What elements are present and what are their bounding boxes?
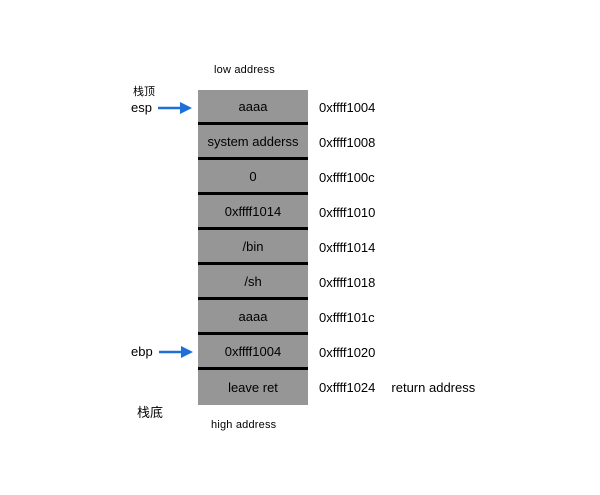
return-address-note: return address	[391, 380, 476, 395]
stack-cell: /sh	[198, 265, 308, 300]
stack-cell: 0xffff1004	[198, 335, 308, 370]
cell-address: 0xffff1024	[319, 380, 376, 395]
stack-row: /sh 0xffff1018	[198, 265, 475, 300]
stack-row: 0xffff1004 0xffff1020	[198, 335, 475, 370]
stack-cells: aaaa 0xffff1004 system adderss 0xffff100…	[198, 90, 475, 405]
stack-cell: aaaa	[198, 300, 308, 335]
ebp-pointer: ebp	[131, 344, 194, 359]
cell-address: 0xffff1020	[319, 345, 376, 360]
low-address-label: low address	[214, 64, 275, 76]
esp-pointer: esp	[131, 100, 193, 115]
stack-row: aaaa 0xffff101c	[198, 300, 475, 335]
cell-address: 0xffff100c	[319, 170, 375, 185]
stack-row: /bin 0xffff1014	[198, 230, 475, 265]
esp-arrow-icon	[157, 101, 192, 114]
stack-row: system adderss 0xffff1008	[198, 125, 475, 160]
cell-address: 0xffff101c	[319, 310, 375, 325]
stack-row: aaaa 0xffff1004	[198, 90, 475, 125]
stack-row: leave ret 0xffff1024 return address	[198, 370, 475, 405]
stack-row: 0xffff1014 0xffff1010	[198, 195, 475, 230]
stack-cell: aaaa	[198, 90, 308, 125]
stack-top-label: 栈顶	[133, 86, 155, 98]
cell-address: 0xffff1004	[319, 100, 376, 115]
ebp-label: ebp	[131, 344, 153, 359]
stack-cell: 0xffff1014	[198, 195, 308, 230]
stack-cell: 0	[198, 160, 308, 195]
cell-address: 0xffff1014	[319, 240, 376, 255]
stack-cell: /bin	[198, 230, 308, 265]
stack-bottom-label: 栈底	[137, 405, 164, 420]
stack-row: 0 0xffff100c	[198, 160, 475, 195]
stack-cell: leave ret	[198, 370, 308, 405]
cell-address: 0xffff1010	[319, 205, 376, 220]
cell-address: 0xffff1018	[319, 275, 376, 290]
stack-cell: system adderss	[198, 125, 308, 160]
cell-address: 0xffff1008	[319, 135, 376, 150]
ebp-arrow-icon	[158, 345, 193, 358]
high-address-label: high address	[211, 419, 277, 431]
esp-label: esp	[131, 100, 152, 115]
